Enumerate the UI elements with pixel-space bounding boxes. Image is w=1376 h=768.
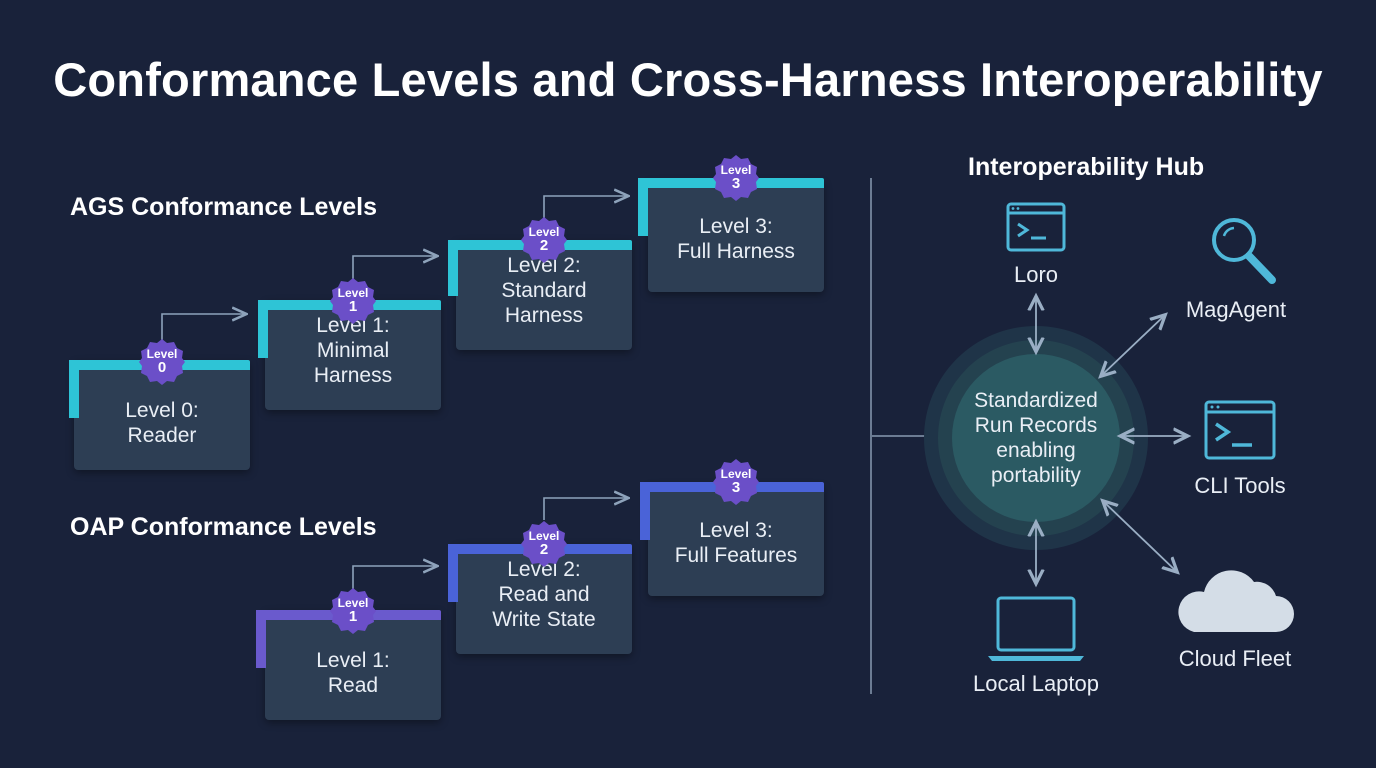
hub-center-text: Standardized Run Records enabling portab… (952, 388, 1120, 488)
local-laptop-laptop-icon (988, 596, 1084, 661)
card-line: Minimal (316, 339, 390, 362)
oap-level-1-accent-side (256, 610, 266, 668)
card-line: Read and (498, 583, 590, 606)
magagent-magnifier-icon (1212, 218, 1276, 284)
badge-shape (330, 278, 376, 324)
badge-number: 3 (731, 479, 741, 496)
card-line: Level 2: (507, 254, 581, 277)
card-line: Full Features (674, 544, 798, 567)
hub-center-line: portability (991, 464, 1081, 487)
badge-shape (139, 339, 185, 385)
ags-arrow-0-1 (161, 314, 245, 340)
ags-level-2-accent-side (448, 240, 458, 296)
ags-level-3-accent-side (638, 178, 648, 236)
badge-number: 1 (348, 608, 358, 625)
card-line: Level 0: (125, 399, 199, 422)
oap-level-3-accent-side (640, 482, 650, 540)
badge-shape (521, 217, 567, 263)
oap-heading: OAP Conformance Levels (70, 513, 377, 541)
hub-center-line: Standardized (974, 389, 1098, 412)
arrow-cloud-fleet (1104, 502, 1176, 571)
badge-word: Level (720, 163, 752, 177)
local-laptop-label: Local Laptop (973, 671, 1099, 696)
card-line: Level 3: (699, 215, 773, 238)
hub-center-line: enabling (996, 439, 1076, 462)
arrow-magagent (1102, 316, 1164, 375)
ags-arrow-2-3 (543, 196, 627, 218)
badge-shape (713, 459, 759, 505)
badge-number: 2 (539, 237, 549, 254)
card-line: Level 1: (316, 314, 390, 337)
loro-terminal-icon (1006, 202, 1066, 252)
hub-heading: Interoperability Hub (968, 153, 1205, 181)
cloud-fleet-label: Cloud Fleet (1178, 646, 1292, 671)
magagent-label: MagAgent (1185, 297, 1287, 322)
cli-tools-terminal-icon (1204, 400, 1276, 460)
badge-word: Level (528, 529, 560, 543)
card-line: Harness (504, 304, 584, 327)
card-line: Write State (492, 608, 596, 631)
card-line: Full Harness (677, 240, 795, 263)
ags-heading: AGS Conformance Levels (70, 193, 378, 221)
section-divider (870, 178, 872, 694)
badge-number: 0 (157, 359, 167, 376)
badge-number: 3 (731, 175, 741, 192)
card-line: Level 3: (699, 519, 773, 542)
badge-word: Level (337, 286, 369, 300)
oap-arrow-2-3 (543, 498, 627, 520)
badge-word: Level (528, 225, 560, 239)
card-line: Level 1: (316, 649, 390, 672)
ags-level-1-accent-side (258, 300, 268, 358)
badge-word: Level (337, 596, 369, 610)
card-line: Standard (501, 279, 587, 302)
ags-level-0-accent-side (69, 360, 79, 418)
cloud-fleet-cloud-icon (1178, 570, 1294, 632)
cli-tools-label: CLI Tools (1194, 473, 1286, 498)
card-line: Level 2: (507, 558, 581, 581)
badge-shape (521, 521, 567, 567)
badge-shape (713, 155, 759, 201)
badge-word: Level (720, 467, 752, 481)
card-line: Reader (127, 424, 197, 447)
badge-number: 1 (348, 298, 358, 315)
card-line: Harness (313, 364, 393, 387)
badge-word: Level (146, 347, 178, 361)
card-line: Read (327, 674, 379, 697)
loro-label: Loro (1013, 262, 1059, 287)
hub-center-line: Run Records (974, 414, 1098, 437)
page-title: Conformance Levels and Cross-Harness Int… (53, 53, 1323, 106)
badge-shape (330, 588, 376, 634)
badge-number: 2 (539, 541, 549, 558)
oap-level-2-accent-side (448, 544, 458, 602)
